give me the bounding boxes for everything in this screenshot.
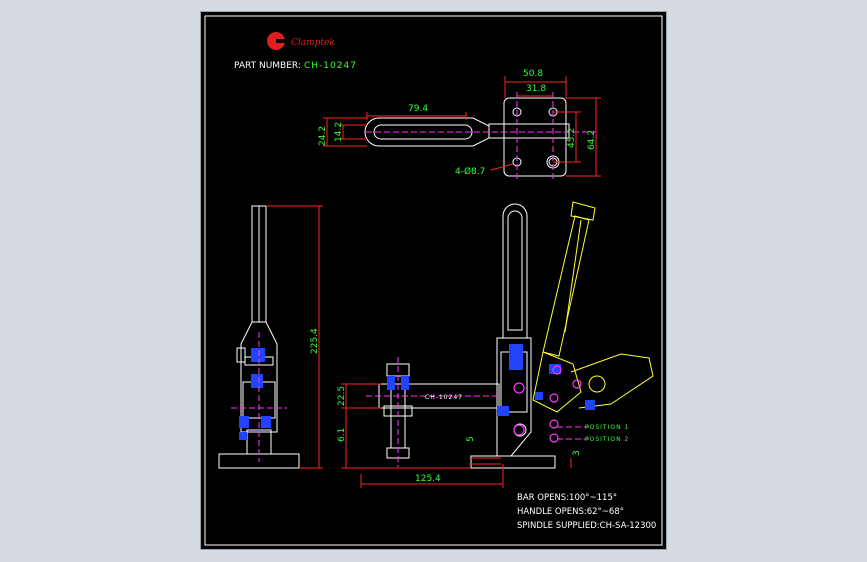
front-view-dimensions <box>341 383 572 488</box>
front-view-dim-text: 22.5 6.1 125.4 5 3 POSITION 1 POSITION 2 <box>337 386 629 484</box>
ghost-open-position <box>532 201 654 413</box>
dim-bottom-length: 125.4 <box>415 474 441 484</box>
front-view-blue-parts <box>387 344 523 416</box>
dim-right-outer: 64.2 <box>587 130 597 150</box>
top-view-centerlines <box>366 92 596 182</box>
dim-left-outer: 24.2 <box>318 126 328 146</box>
brand-text: Clamptek <box>291 38 335 48</box>
dim-right-inner: 45.2 <box>567 128 577 148</box>
side-view-centerline <box>231 332 287 462</box>
dim-top-width-inner: 31.8 <box>526 84 546 94</box>
brand-logo: Clamptek <box>267 32 335 50</box>
dim-small-3: 3 <box>572 450 582 456</box>
side-view-dimensions <box>266 205 323 469</box>
ghost-blue-parts <box>535 364 595 410</box>
dim-small-5: 5 <box>466 436 476 442</box>
drawing-frame: Clamptek PART NUMBER: CH-10247 50.8 31.8… <box>200 11 667 550</box>
top-view <box>364 97 570 177</box>
dim-front-height-2: 6.1 <box>337 428 347 442</box>
dim-side-height: 225.4 <box>310 328 320 354</box>
top-view-dimensions <box>323 76 601 177</box>
cad-drawing: Clamptek PART NUMBER: CH-10247 50.8 31.8… <box>204 15 663 546</box>
ghost-pivots <box>549 365 582 403</box>
dim-holes: 4-Ø8.7 <box>455 166 485 177</box>
inner-border <box>204 15 663 546</box>
position-1-label: POSITION 1 <box>585 424 629 431</box>
dim-left-inner: 14.2 <box>334 122 344 142</box>
spec-bar-opens: BAR OPENS:100°~115° <box>517 493 617 503</box>
part-number-label: PART NUMBER: <box>234 61 301 71</box>
bar-label: CH-10247 <box>425 394 463 401</box>
top-view-dim-text: 50.8 31.8 79.4 24.2 14.2 45.2 64.2 4-Ø8.… <box>318 69 597 177</box>
front-view <box>378 203 556 469</box>
front-view-pivots <box>513 382 559 443</box>
spec-handle-opens: HANDLE OPENS:62°~68° <box>517 507 624 517</box>
front-view-centerlines <box>366 357 589 467</box>
position-2-label: POSITION 2 <box>585 436 629 443</box>
dim-top-length: 79.4 <box>408 104 428 114</box>
spec-spindle: SPINDLE SUPPLIED:CH-SA-12300 <box>517 521 656 531</box>
spec-notes: BAR OPENS:100°~115° HANDLE OPENS:62°~68°… <box>517 493 656 531</box>
dim-front-height-1: 22.5 <box>337 386 347 406</box>
side-view-blue-parts <box>239 348 271 440</box>
part-number-value: CH-10247 <box>304 61 357 71</box>
dim-top-width-outer: 50.8 <box>523 69 543 79</box>
